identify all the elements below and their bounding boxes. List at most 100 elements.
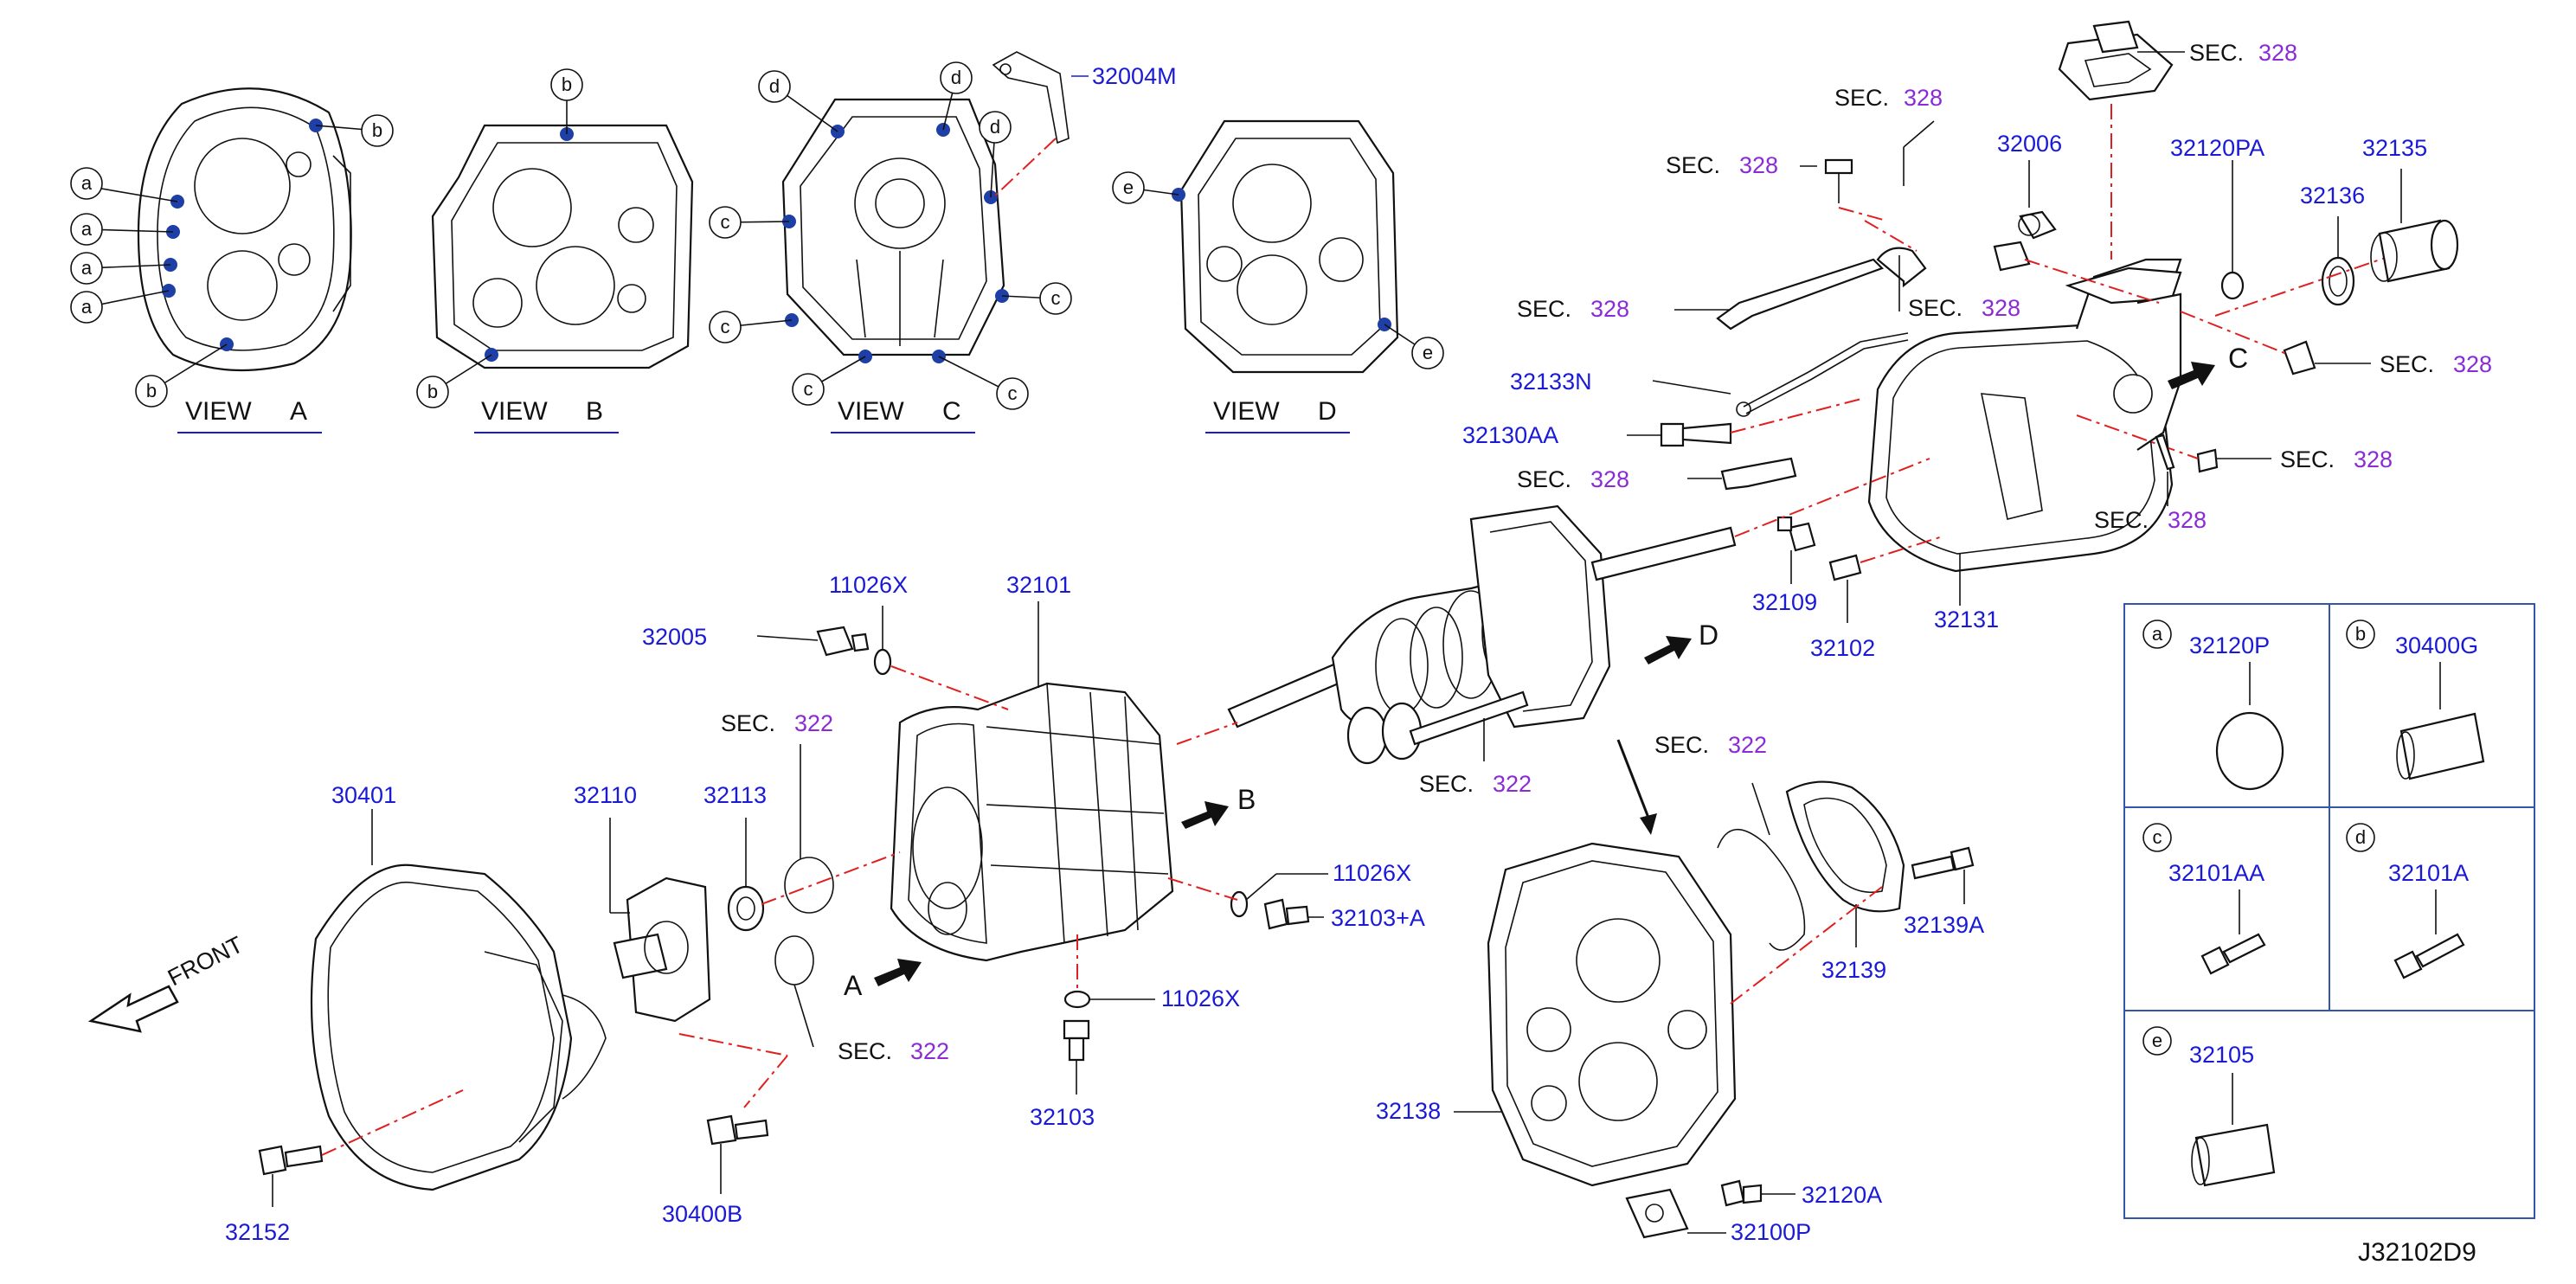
- svg-text:32152: 32152: [225, 1219, 290, 1245]
- svg-text:328: 328: [1590, 296, 1629, 322]
- part-32005: 32005: [642, 624, 870, 657]
- bellhousing-30401: [310, 863, 607, 1191]
- svg-text:SEC.: SEC.: [1654, 732, 1709, 758]
- sec-322-adapter-snapring: SEC. 322: [1654, 732, 1806, 951]
- svg-text:D: D: [1318, 397, 1337, 426]
- svg-text:30401: 30401: [331, 782, 396, 808]
- transmission-case-32101: [890, 682, 1174, 962]
- legend-cell-d: d 32101A: [2346, 823, 2469, 979]
- svg-text:322: 322: [910, 1038, 949, 1064]
- bolt-328-small: SEC. 328: [1666, 152, 1887, 221]
- svg-text:SEC.: SEC.: [1666, 152, 1720, 178]
- part-11026X-right: 11026X: [1230, 860, 1411, 918]
- svg-text:SEC.: SEC.: [1517, 466, 1571, 492]
- part-32120A: 32120A: [1720, 1179, 1882, 1208]
- svg-text:328: 328: [1982, 295, 2020, 321]
- svg-text:32130AA: 32130AA: [1462, 422, 1558, 448]
- view-c-title: VIEW C: [831, 397, 975, 433]
- part-32113: 32113: [703, 782, 901, 932]
- view-d-housing: [1172, 119, 1399, 374]
- svg-text:B: B: [1237, 784, 1256, 815]
- svg-text:SEC.: SEC.: [2280, 446, 2335, 472]
- part-32103A: 32103+A: [1167, 877, 1425, 931]
- svg-text:SEC.: SEC.: [838, 1038, 892, 1064]
- svg-text:32102: 32102: [1810, 635, 1875, 661]
- svg-text:322: 322: [794, 710, 833, 736]
- plug-328-far-right: SEC. 328: [2180, 311, 2492, 377]
- part-32102: 32102: [1810, 536, 1943, 661]
- svg-text:32109: 32109: [1752, 589, 1817, 615]
- svg-text:SEC.: SEC.: [1908, 295, 1963, 321]
- svg-text:32138: 32138: [1376, 1098, 1441, 1124]
- plug-328-mid: SEC. 328: [1517, 457, 1797, 492]
- part-32109: 32109: [1752, 516, 1817, 615]
- svg-text:32103: 32103: [1030, 1104, 1095, 1130]
- svg-text:c: c: [2153, 826, 2162, 848]
- legend-cell-a: a 32120P: [2142, 620, 2284, 791]
- svg-text:328: 328: [2168, 507, 2207, 533]
- svg-text:SEC.: SEC.: [2094, 507, 2149, 533]
- svg-text:C: C: [2228, 343, 2248, 374]
- svg-text:32006: 32006: [1997, 131, 2062, 157]
- view-c-32004m-bracket: [992, 51, 1070, 198]
- label-32004M: 32004M: [1071, 63, 1177, 89]
- svg-text:32139: 32139: [1821, 957, 1886, 983]
- sec-322-gears: SEC. 322: [1419, 718, 1532, 797]
- svg-text:32133N: 32133N: [1510, 369, 1592, 395]
- part-32103: 32103: [1030, 1019, 1095, 1130]
- svg-text:b: b: [146, 380, 157, 401]
- shift-tower-top-part: [2058, 20, 2185, 260]
- svg-text:c: c: [1051, 287, 1061, 309]
- svg-text:328: 328: [1590, 466, 1629, 492]
- svg-text:322: 322: [1493, 771, 1532, 797]
- svg-text:328: 328: [2453, 351, 2492, 377]
- svg-text:c: c: [804, 378, 813, 400]
- label-32138: 32138: [1376, 1098, 1501, 1124]
- svg-text:b: b: [2355, 623, 2366, 645]
- svg-text:SEC.: SEC.: [1517, 296, 1571, 322]
- svg-text:d: d: [990, 116, 1000, 138]
- label-32131: 32131: [1934, 554, 1999, 632]
- svg-text:a: a: [2152, 623, 2163, 645]
- svg-text:SEC.: SEC.: [721, 710, 775, 736]
- svg-text:c: c: [1008, 382, 1018, 404]
- part-11026X-top: 11026X: [829, 572, 1009, 710]
- svg-text:32113: 32113: [703, 782, 767, 808]
- view-c-callouts: d d d c c c c c: [709, 61, 1072, 410]
- legend-cell-e: e 32105: [2142, 1026, 2276, 1187]
- front-arrow: FRONT: [87, 931, 247, 1033]
- arrow-view-b: B: [1181, 784, 1256, 829]
- svg-text:d: d: [951, 67, 961, 88]
- svg-text:32101AA: 32101AA: [2168, 860, 2264, 886]
- sec-322-snapring-lower: SEC. 322: [774, 935, 949, 1064]
- mainshaft-gear-assembly: [1176, 458, 1930, 765]
- svg-text:328: 328: [2258, 40, 2297, 66]
- svg-text:32100P: 32100P: [1731, 1219, 1811, 1245]
- svg-text:c: c: [721, 316, 730, 337]
- sec-328-top: SEC. 328: [2189, 40, 2297, 66]
- svg-text:b: b: [427, 381, 438, 402]
- fork-rod-328: SEC. 328: [1517, 258, 1884, 331]
- rod-32133N: 32133N: [1510, 332, 1909, 417]
- view-b-title: VIEW B: [474, 397, 619, 433]
- arrow-view-c: C: [2168, 343, 2248, 389]
- svg-text:e: e: [1423, 342, 1433, 363]
- legend-grid: [2123, 603, 2535, 1219]
- svg-text:A: A: [290, 397, 307, 426]
- svg-text:e: e: [1123, 177, 1134, 198]
- svg-text:328: 328: [1904, 85, 1943, 111]
- bolt-32130AA: 32130AA: [1462, 397, 1866, 448]
- svg-text:32101: 32101: [1006, 572, 1071, 598]
- svg-text:32004M: 32004M: [1092, 63, 1177, 89]
- adapter-plate-32138: [1487, 842, 1737, 1187]
- svg-text:b: b: [372, 119, 382, 141]
- part-11026X-bottom: 11026X: [1063, 934, 1240, 1011]
- view-c-housing: [781, 98, 1009, 363]
- svg-text:32131: 32131: [1934, 607, 1999, 632]
- sec-328-lever: SEC. 328: [1834, 85, 1943, 186]
- sec-322-snapring-upper: SEC. 322: [721, 710, 834, 914]
- part-32135: 32135: [2362, 135, 2459, 283]
- view-d-callouts: e e: [1112, 171, 1444, 369]
- svg-text:SEC.: SEC.: [2189, 40, 2244, 66]
- svg-text:32139A: 32139A: [1904, 912, 1984, 938]
